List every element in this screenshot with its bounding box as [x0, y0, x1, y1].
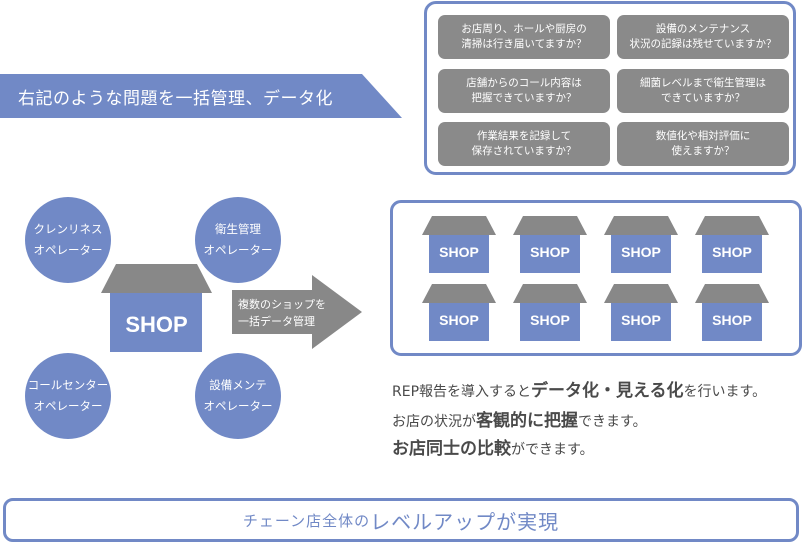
shop-label: SHOP — [439, 312, 479, 328]
summary-text: を行います。 — [683, 384, 767, 400]
shop-label: SHOP — [439, 244, 479, 260]
summary-line-1: REP報告を導入するとデータ化・見える化を行います。 — [392, 376, 766, 401]
conclusion-bar: チェーン店全体のレベルアップが実現 — [3, 498, 799, 542]
arrow-icon — [232, 275, 362, 349]
summary-emphasis: データ化・見える化 — [531, 381, 684, 401]
summary-emphasis: お店同士の比較 — [392, 439, 511, 459]
shop-label: SHOP — [125, 312, 188, 337]
shop-icon: SHOP — [513, 216, 587, 273]
operator-cleanliness: クレンリネス オペレーター — [25, 197, 111, 283]
shop-icon: SHOP — [422, 216, 496, 273]
shop-label: SHOP — [621, 312, 661, 328]
question-box: 数値化や相対評価に 使えますか？ — [617, 122, 789, 166]
operator-maintenance: 設備メンテ オペレーター — [195, 353, 281, 439]
summary-text: お店の状況が — [392, 414, 476, 430]
conclusion-large-text: レベルアップが実現 — [370, 509, 560, 534]
shop-icon: SHOP — [604, 216, 678, 273]
banner-shape — [0, 74, 402, 118]
question-box: 店舗からのコール内容は 把握できていますか？ — [438, 69, 610, 113]
summary-text: REP報告を導入すると — [392, 384, 532, 400]
questions-panel: お店周り、ホールや厨房の 清掃は行き届いてますか？ 設備のメンテナンス 状況の記… — [424, 1, 796, 175]
shop-label: SHOP — [621, 244, 661, 260]
summary-text: できます。 — [578, 414, 647, 430]
question-box: お店周り、ホールや厨房の 清掃は行き届いてますか？ — [438, 15, 610, 59]
shop-label: SHOP — [712, 312, 752, 328]
shop-icon: SHOP — [513, 284, 587, 341]
shop-icon: SHOP — [604, 284, 678, 341]
shop-label: SHOP — [712, 244, 752, 260]
question-box: 設備のメンテナンス 状況の記録は残せていますか？ — [617, 15, 789, 59]
shop-icon: SHOP — [695, 284, 769, 341]
shops-panel — [390, 200, 802, 356]
shop-icon: SHOP — [695, 216, 769, 273]
shop-label: SHOP — [530, 244, 570, 260]
question-box: 細菌レベルまで衛生管理は できていますか？ — [617, 69, 789, 113]
shop-label: SHOP — [530, 312, 570, 328]
operator-hygiene: 衛生管理 オペレーター — [195, 197, 281, 283]
question-box: 作業結果を記録して 保存されていますか？ — [438, 122, 610, 166]
summary-text: ができます。 — [511, 442, 594, 458]
operator-callcenter: コールセンター オペレーター — [25, 353, 111, 439]
summary-emphasis: 客観的に把握 — [476, 411, 578, 431]
shop-icon: SHOP — [422, 284, 496, 341]
summary-line-2: お店の状況が客観的に把握できます。 — [392, 406, 647, 431]
banner-title: 右記のような問題を一括管理、データ化 — [18, 89, 333, 109]
central-shop-icon: SHOP — [100, 264, 213, 352]
conclusion-small-text: チェーン店全体の — [242, 511, 371, 530]
arrow-caption: 複数のショップを 一括データ管理 — [238, 298, 326, 328]
summary-line-3: お店同士の比較ができます。 — [392, 434, 594, 459]
